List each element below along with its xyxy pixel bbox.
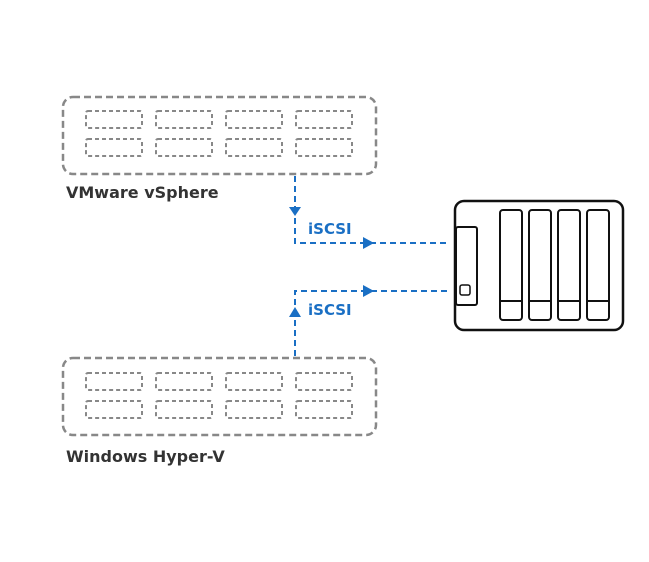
nas-front-panel — [455, 226, 478, 306]
vmware-vsphere-label: VMware vSphere — [66, 183, 219, 202]
server-windows-hyper-v-icon — [61, 356, 378, 437]
nas-storage-icon — [453, 199, 625, 332]
nas-drive-bay — [528, 209, 552, 321]
server-vmware-vsphere-icon — [61, 95, 378, 176]
server-drive-slots — [85, 372, 353, 419]
arrow-up-icon — [289, 307, 301, 317]
server-drive-slots — [85, 110, 353, 157]
arrow-right-icon — [363, 237, 374, 249]
iscsi-label-top: iSCSI — [308, 220, 352, 238]
nas-drive-bay — [499, 209, 523, 321]
windows-hyper-v-label: Windows Hyper-V — [66, 447, 225, 466]
arrow-down-icon — [289, 207, 301, 216]
nas-drive-bay — [586, 209, 610, 321]
iscsi-link-bottom — [289, 285, 447, 356]
iscsi-link-top — [289, 176, 447, 249]
iscsi-label-bottom: iSCSI — [308, 301, 352, 319]
nas-drive-bay — [557, 209, 581, 321]
arrow-right-icon — [363, 285, 374, 297]
